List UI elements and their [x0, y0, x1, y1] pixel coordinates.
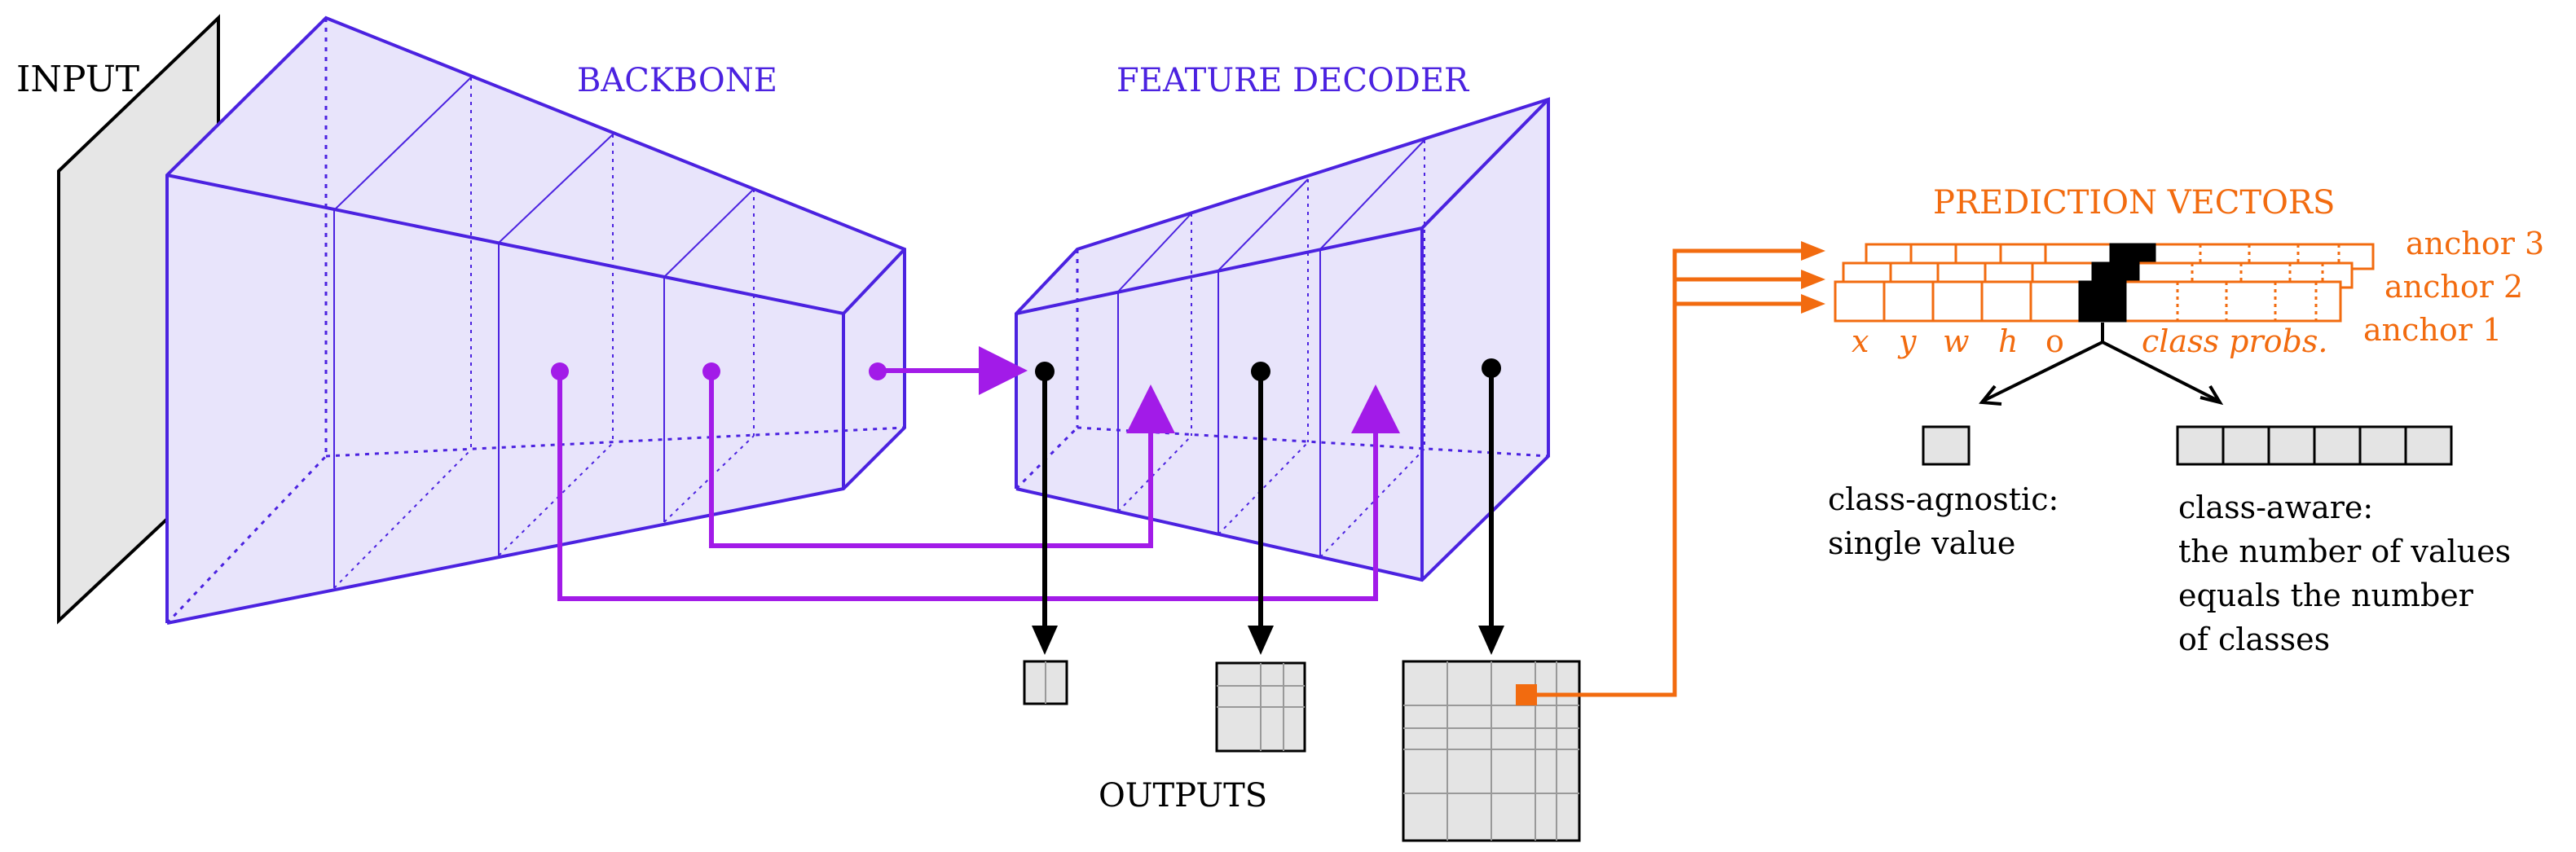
decoder-tap-dot-3	[1482, 358, 1501, 378]
field-x-label: x	[1852, 323, 1869, 359]
output-arrows	[1032, 368, 1504, 655]
class-aware-line-2: the number of values	[2178, 534, 2511, 569]
connector-arrowhead-2	[1801, 270, 1825, 289]
feature-decoder-volume	[1015, 97, 1550, 582]
input-label: INPUT	[16, 59, 139, 100]
field-h-label: h	[1998, 323, 2018, 359]
field-y-label: y	[1897, 323, 1917, 359]
decoder-tap-dot-1	[1035, 362, 1055, 381]
class-aware-line-4: of classes	[2178, 621, 2330, 657]
skip-source-dot-3	[869, 362, 887, 380]
decoder-tap-dot-2	[1251, 362, 1270, 381]
class-aware-boxes	[2176, 425, 2453, 466]
skip-source-dot-2	[702, 362, 720, 380]
anchor-2-label: anchor 2	[2384, 269, 2523, 305]
connector-arrowhead-3	[1801, 294, 1825, 314]
output-grid-small	[1023, 660, 1068, 705]
output-grid-large	[1402, 660, 1581, 842]
class-aware-line-1: class-aware:	[2178, 490, 2373, 525]
class-agnostic-line-1: class-agnostic:	[1828, 481, 2059, 517]
anchor-1-label: anchor 1	[2363, 312, 2502, 348]
anchor-3-label: anchor 3	[2406, 226, 2544, 261]
branch-arrows	[1979, 323, 2224, 406]
backbone-volume	[165, 15, 906, 625]
prediction-vectors-label: PREDICTION VECTORS	[1933, 184, 2335, 222]
class-aware-line-3: equals the number	[2178, 578, 2474, 613]
skip-connection-mid	[709, 373, 1175, 548]
connector-arrowhead-1	[1801, 241, 1825, 261]
feature-decoder-label: FEATURE DECODER	[1116, 62, 1470, 99]
prediction-vector-anchor-1	[1834, 280, 2342, 323]
field-o-label: o	[2045, 323, 2064, 359]
class-agnostic-box	[1922, 425, 1971, 466]
backbone-label: BACKBONE	[577, 62, 777, 99]
output-grid-medium	[1215, 661, 1306, 753]
skip-connections	[557, 346, 1400, 601]
field-class-probs-label: class probs.	[2142, 323, 2327, 359]
skip-source-dot-1	[551, 362, 569, 380]
field-w-label: w	[1943, 323, 1970, 359]
grid-cell-highlight	[1516, 684, 1537, 705]
prediction-connector	[1537, 248, 1803, 697]
outputs-label: OUTPUTS	[1099, 777, 1267, 815]
class-agnostic-line-2: single value	[1828, 525, 2015, 561]
skip-connection-shallow	[557, 373, 1400, 601]
